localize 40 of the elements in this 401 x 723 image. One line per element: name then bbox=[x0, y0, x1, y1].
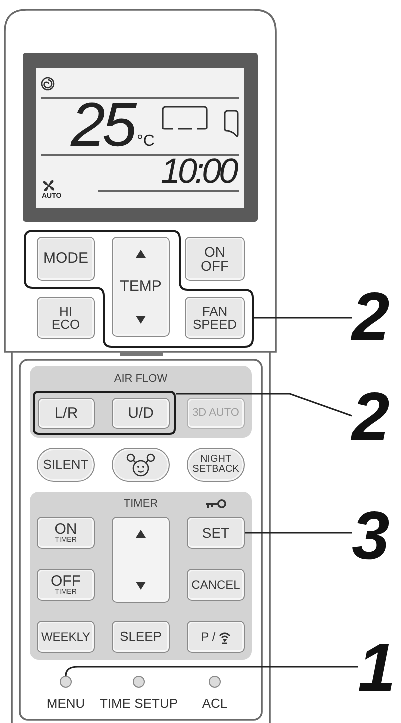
leader-line bbox=[254, 317, 352, 319]
callout-number: 2 bbox=[352, 290, 390, 344]
auto-swing-button: 3D AUTO bbox=[187, 398, 245, 429]
power-button: ON OFF bbox=[185, 237, 245, 281]
clock-reading: 10:00 bbox=[161, 158, 236, 186]
lcd-display bbox=[23, 53, 258, 222]
timer-panel bbox=[30, 492, 252, 660]
temperature-button: TEMP bbox=[112, 237, 170, 337]
set-button: SET bbox=[187, 517, 245, 549]
unit-label: °C bbox=[137, 136, 155, 149]
airflow-panel bbox=[30, 366, 252, 438]
eco-button: HI ECO bbox=[37, 297, 95, 339]
fan-speed-button: FAN SPEED bbox=[185, 297, 245, 339]
swing-up-down-button: U/D bbox=[112, 398, 170, 429]
night-setback-button: NIGHT SETBACK bbox=[187, 448, 245, 482]
button-label: ACL bbox=[202, 697, 228, 712]
recessed-button bbox=[133, 676, 145, 688]
temperature-reading: 25 bbox=[71, 101, 134, 151]
callout-number: 3 bbox=[352, 509, 390, 564]
panel-heading: TIMER bbox=[124, 498, 158, 510]
panel-heading: AIR FLOW bbox=[114, 373, 168, 386]
mode-button: MODE bbox=[37, 237, 95, 281]
recessed-button bbox=[209, 676, 221, 688]
recessed-button bbox=[60, 676, 72, 688]
timer-adjust-button bbox=[112, 517, 170, 603]
group-outline bbox=[24, 230, 254, 348]
silent-button: SILENT bbox=[37, 448, 95, 482]
signal-button: P / bbox=[187, 621, 245, 653]
button-label: MENU bbox=[46, 697, 86, 712]
sleep-button: SLEEP bbox=[112, 621, 170, 653]
character-button bbox=[112, 448, 170, 482]
callout-number: 1 bbox=[358, 641, 396, 696]
cancel-button: CANCEL bbox=[187, 569, 245, 601]
callout-number: 2 bbox=[352, 390, 390, 444]
weekly-button: WEEKLY bbox=[37, 621, 95, 653]
leader-line bbox=[176, 393, 352, 417]
button-label: TIME SETUP bbox=[100, 697, 178, 712]
group-outline bbox=[33, 391, 176, 435]
swing-left-right-button: L/R bbox=[38, 398, 95, 429]
leader-line bbox=[245, 532, 352, 534]
